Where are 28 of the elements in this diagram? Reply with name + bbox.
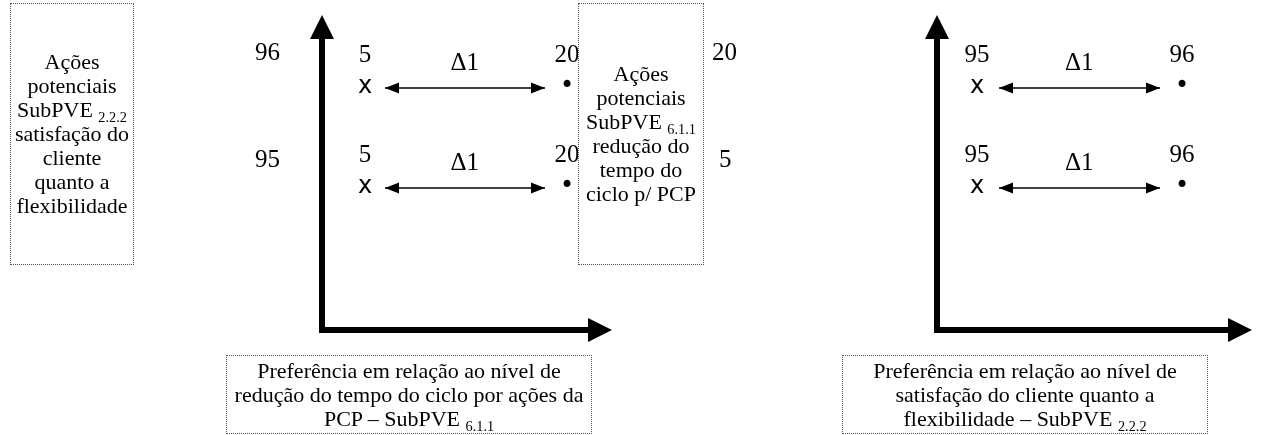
point-value: 95 bbox=[963, 140, 991, 168]
axis-value: 95 bbox=[255, 145, 280, 173]
point-marker: • bbox=[558, 170, 576, 200]
axis-value: 96 bbox=[255, 38, 280, 66]
point-marker: x bbox=[968, 70, 986, 100]
point-marker: x bbox=[968, 170, 986, 200]
axis-value: 20 bbox=[712, 38, 737, 66]
text-box: Preferência em relação ao nível de redução do tempo do ciclo por ações da PCP – SubPVE $_{6.1.1}$ bbox=[226, 355, 592, 434]
point-value: 95 bbox=[963, 40, 991, 68]
point-marker: x bbox=[356, 70, 374, 100]
text-box: Ações potenciais SubPVE $_{2.2.2}$ satisfação do cliente quanto a flexibilidade bbox=[10, 3, 134, 265]
point-marker: • bbox=[1173, 70, 1191, 100]
point-marker: x bbox=[356, 170, 374, 200]
point-value: 96 bbox=[1168, 40, 1196, 68]
point-value: 5 bbox=[357, 40, 373, 68]
axis-value: 5 bbox=[719, 145, 732, 173]
point-value: 20 bbox=[553, 140, 581, 168]
point-value: 5 bbox=[357, 140, 373, 168]
point-marker: • bbox=[1173, 170, 1191, 200]
double-arrow bbox=[998, 182, 1161, 194]
double-arrow bbox=[384, 82, 546, 94]
text-box: Ações potenciais SubPVE $_{6.1.1}$ redução do tempo do ciclo p/ PCP bbox=[578, 3, 704, 265]
double-arrow bbox=[384, 182, 546, 194]
double-arrow bbox=[998, 82, 1161, 94]
text-box: Preferência em relação ao nível de satisfação do cliente quanto a flexibilidade – SubPVE $_{2.2.2}$ bbox=[842, 355, 1208, 434]
point-marker: • bbox=[558, 70, 576, 100]
point-value: 20 bbox=[553, 40, 581, 68]
point-value: 96 bbox=[1168, 140, 1196, 168]
